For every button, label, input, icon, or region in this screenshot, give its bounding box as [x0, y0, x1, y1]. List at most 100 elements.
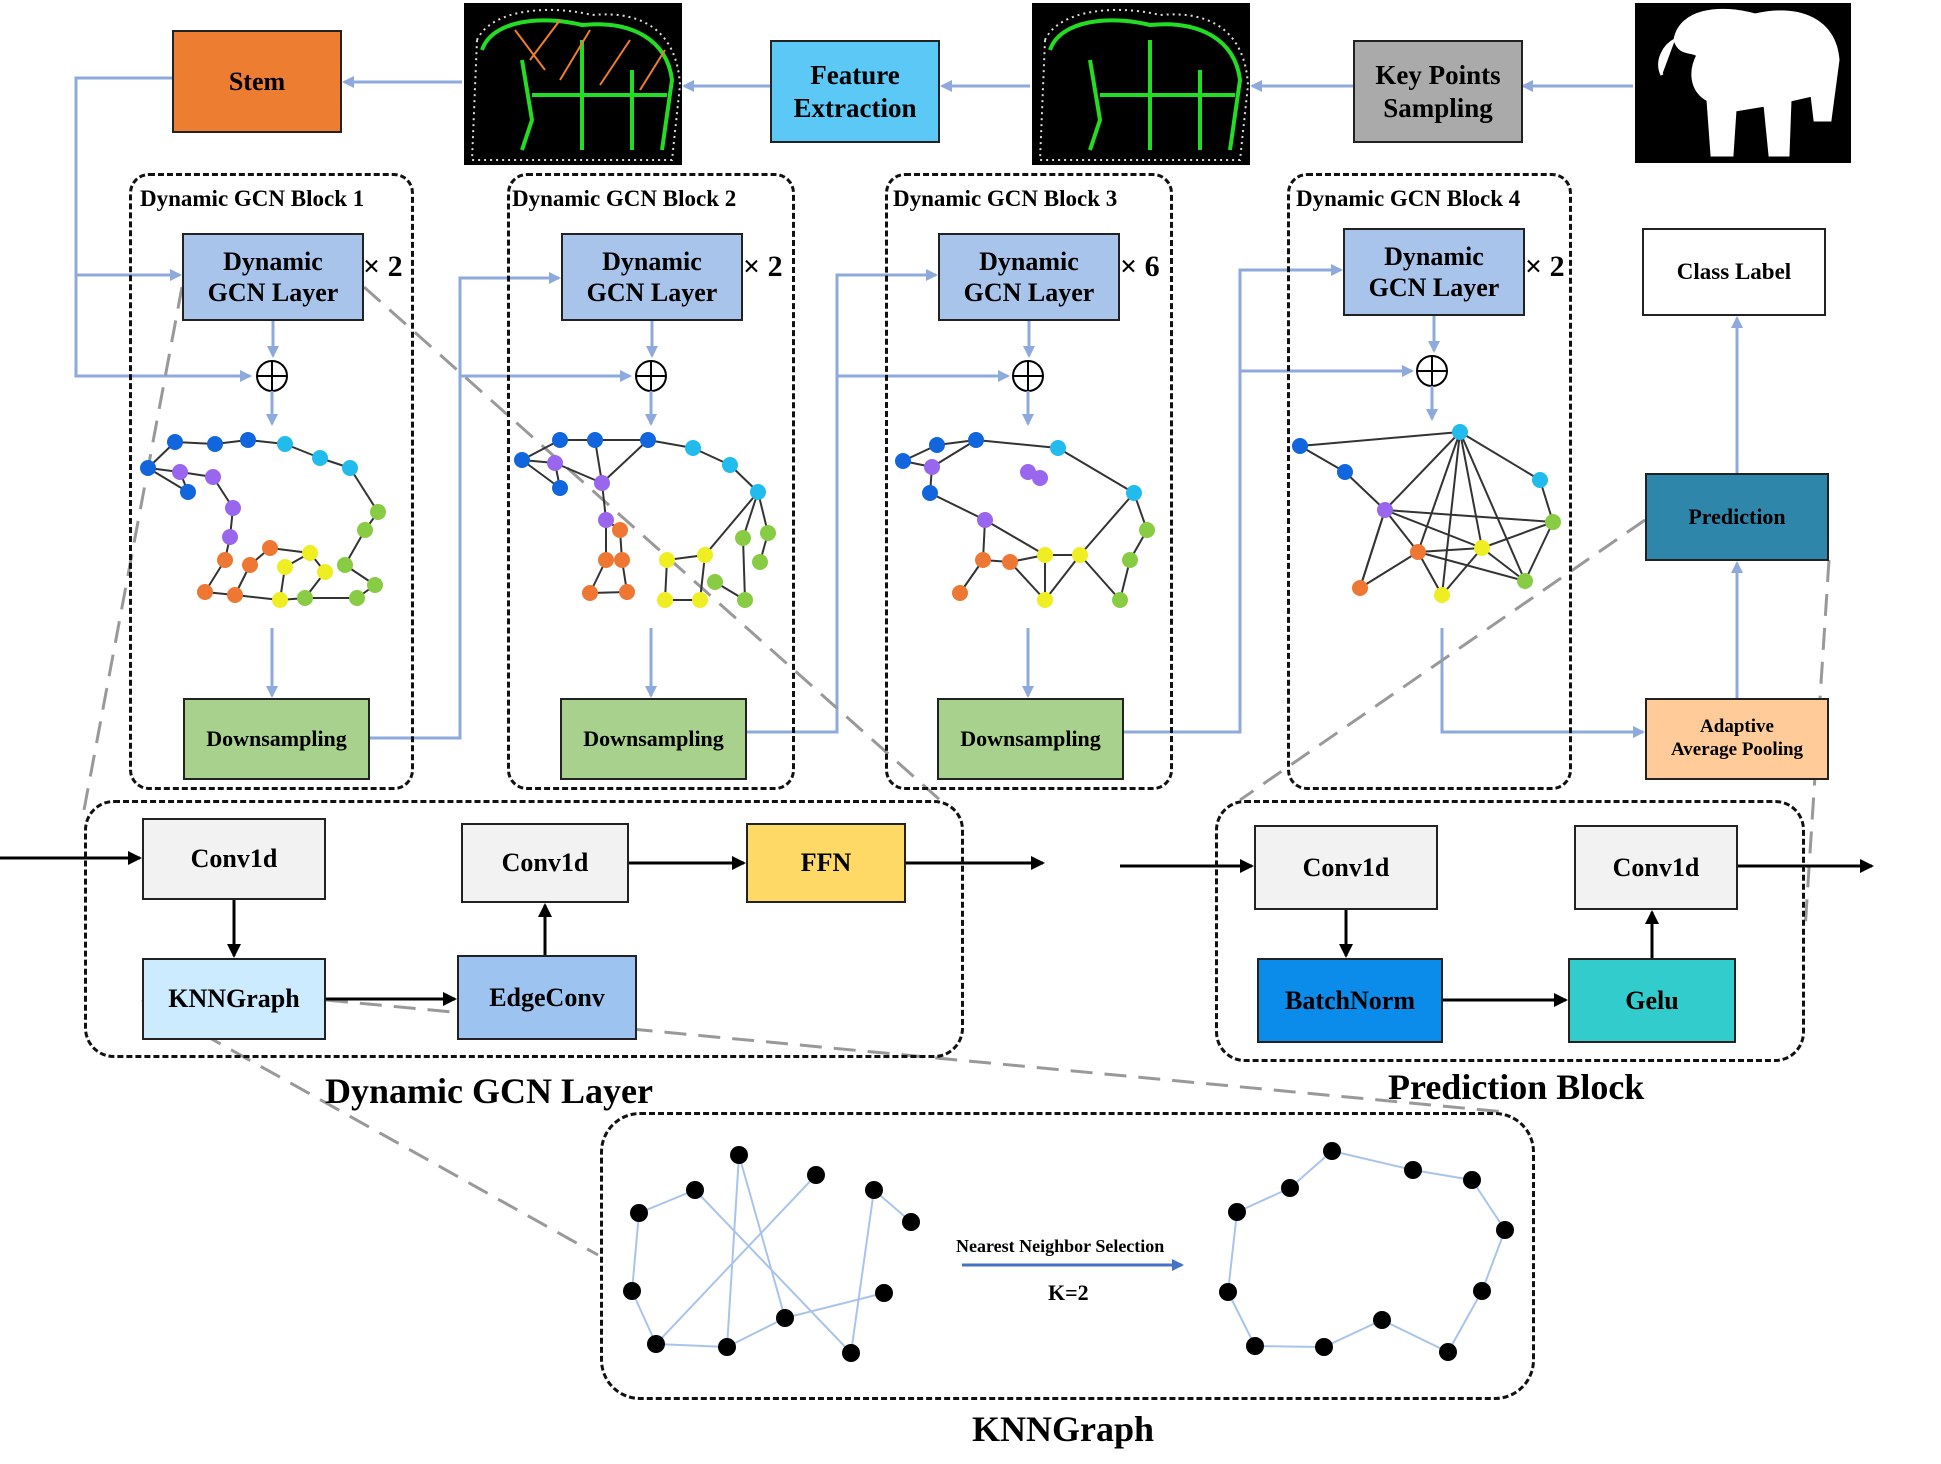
knn-before-edge	[638, 1189, 696, 1214]
knn-after-node	[1373, 1311, 1391, 1329]
knn-after-node	[1323, 1142, 1341, 1160]
block3-graph-edge	[975, 439, 1059, 449]
block1-graph-node	[140, 460, 156, 476]
block1-graph-node	[205, 469, 221, 485]
zoom-line-left	[82, 286, 184, 811]
block2-graph-node	[685, 440, 701, 456]
block3-graph-node	[975, 552, 991, 568]
knn-before-edge	[850, 1189, 875, 1354]
block3-graph-node	[1037, 592, 1053, 608]
knn-after-node	[1246, 1337, 1264, 1355]
gcn-block-2	[507, 173, 795, 790]
knn-before-edge	[784, 1292, 885, 1319]
block3-graph-edge	[931, 439, 977, 468]
block1-graph-node	[222, 529, 238, 545]
block4-graph-edge	[1384, 509, 1419, 553]
block3-graph-node	[1037, 547, 1053, 563]
arrow-block4-to-pooling	[1440, 628, 1645, 738]
block2-graph-node	[692, 592, 708, 608]
knn-after-edge	[1331, 1150, 1414, 1171]
block3-graph-edge	[1009, 561, 1046, 601]
gcn-detail-edgeconv: EdgeConv	[457, 955, 637, 1040]
knn-after-edge	[1289, 1150, 1333, 1189]
block3-graph-node	[1126, 485, 1142, 501]
block1-graph-node	[342, 460, 358, 476]
block3-graph-edge	[929, 492, 986, 521]
block3-graph-node	[929, 437, 945, 453]
block4-graph-edge	[1441, 547, 1483, 596]
nearest-neighbor-label: Nearest Neighbor Selection	[956, 1236, 1165, 1256]
block4-graph-edge	[1481, 547, 1526, 582]
block4-graph-node	[1474, 540, 1490, 556]
pred-detail-batchnorm: BatchNorm	[1257, 958, 1443, 1043]
gcn-detail-knngraph: KNNGraph	[142, 958, 326, 1040]
block2-graph-node	[582, 585, 598, 601]
block4-graph-edge	[1417, 551, 1526, 582]
block4-graph-edge	[1441, 431, 1461, 596]
block3-graph-node	[1139, 522, 1155, 538]
block2-graph-node	[552, 432, 568, 448]
block-1-repeat: × 2	[363, 250, 403, 283]
gcn-detail-conv1d-a: Conv1d	[142, 818, 326, 900]
block4-graph-edge	[1481, 521, 1554, 549]
block1-graph-node	[207, 436, 223, 452]
block4-graph-node	[1337, 464, 1353, 480]
residual-add-icon-1	[256, 360, 288, 392]
prediction-detail-panel	[1215, 800, 1805, 1062]
knn-after-edge	[1471, 1179, 1506, 1231]
residual-add-icon-2	[635, 360, 667, 392]
block4-graph-edge	[1417, 547, 1483, 553]
knn-before-node	[630, 1204, 648, 1222]
block4-graph-edge	[1359, 509, 1386, 589]
knn-after-node	[1404, 1161, 1422, 1179]
block1-graph-node	[172, 464, 188, 480]
block2-graph-node	[697, 547, 713, 563]
knn-before-node	[686, 1181, 704, 1199]
pred-detail-conv1d-a: Conv1d	[1254, 825, 1438, 910]
block2-graph-node	[659, 552, 675, 568]
block4-graph-node	[1292, 438, 1308, 454]
block1-graph-node	[357, 522, 373, 538]
block1-graph-node	[367, 577, 383, 593]
block-1-downsampling: Downsampling	[183, 698, 370, 780]
block2-graph-node	[598, 552, 614, 568]
block1-graph-node	[225, 500, 241, 516]
block2-graph-node	[760, 525, 776, 541]
pred-detail-gelu: Gelu	[1568, 958, 1736, 1043]
block2-graph-node	[598, 512, 614, 528]
block1-graph-node	[337, 557, 353, 573]
block3-graph-edge	[984, 519, 1046, 556]
block4-graph-edge	[1417, 431, 1461, 553]
knn-after-node	[1281, 1179, 1299, 1197]
block2-graph-node	[594, 475, 610, 491]
block2-graph-edge	[601, 439, 649, 484]
stem-box: Stem	[172, 30, 342, 133]
knn-after-edge	[1254, 1345, 1325, 1348]
knn-before-node	[730, 1146, 748, 1164]
arrow-stem-residual	[74, 275, 252, 382]
block-3-title: Dynamic GCN Block 3	[893, 186, 1118, 211]
block-1-gcn-layer: Dynamic GCN Layer	[182, 233, 364, 321]
block3-graph-node	[977, 512, 993, 528]
block3-graph-node	[1002, 554, 1018, 570]
zoom-line-knn-left	[141, 998, 599, 1257]
knn-after-node	[1463, 1171, 1481, 1189]
block3-graph-edge	[1044, 554, 1081, 601]
block2-graph-node	[614, 552, 630, 568]
block2-graph-node	[514, 452, 530, 468]
elephant-silhouette-image	[1635, 3, 1851, 163]
zoom-line-right	[363, 285, 941, 802]
block1-graph-node	[180, 484, 196, 500]
block1-graph-node	[262, 540, 278, 556]
knngraph-detail-panel	[600, 1112, 1535, 1400]
block2-graph-edge	[554, 462, 603, 484]
knn-after-edge	[1381, 1319, 1449, 1353]
knn-after-node	[1228, 1203, 1246, 1221]
block2-graph-node	[619, 584, 635, 600]
block1-graph-node	[370, 504, 386, 520]
block1-graph-node	[312, 450, 328, 466]
block2-graph-node	[657, 592, 673, 608]
block-3-downsampling: Downsampling	[937, 698, 1124, 780]
adaptive-average-pooling-box: Adaptive Average Pooling	[1645, 698, 1829, 780]
